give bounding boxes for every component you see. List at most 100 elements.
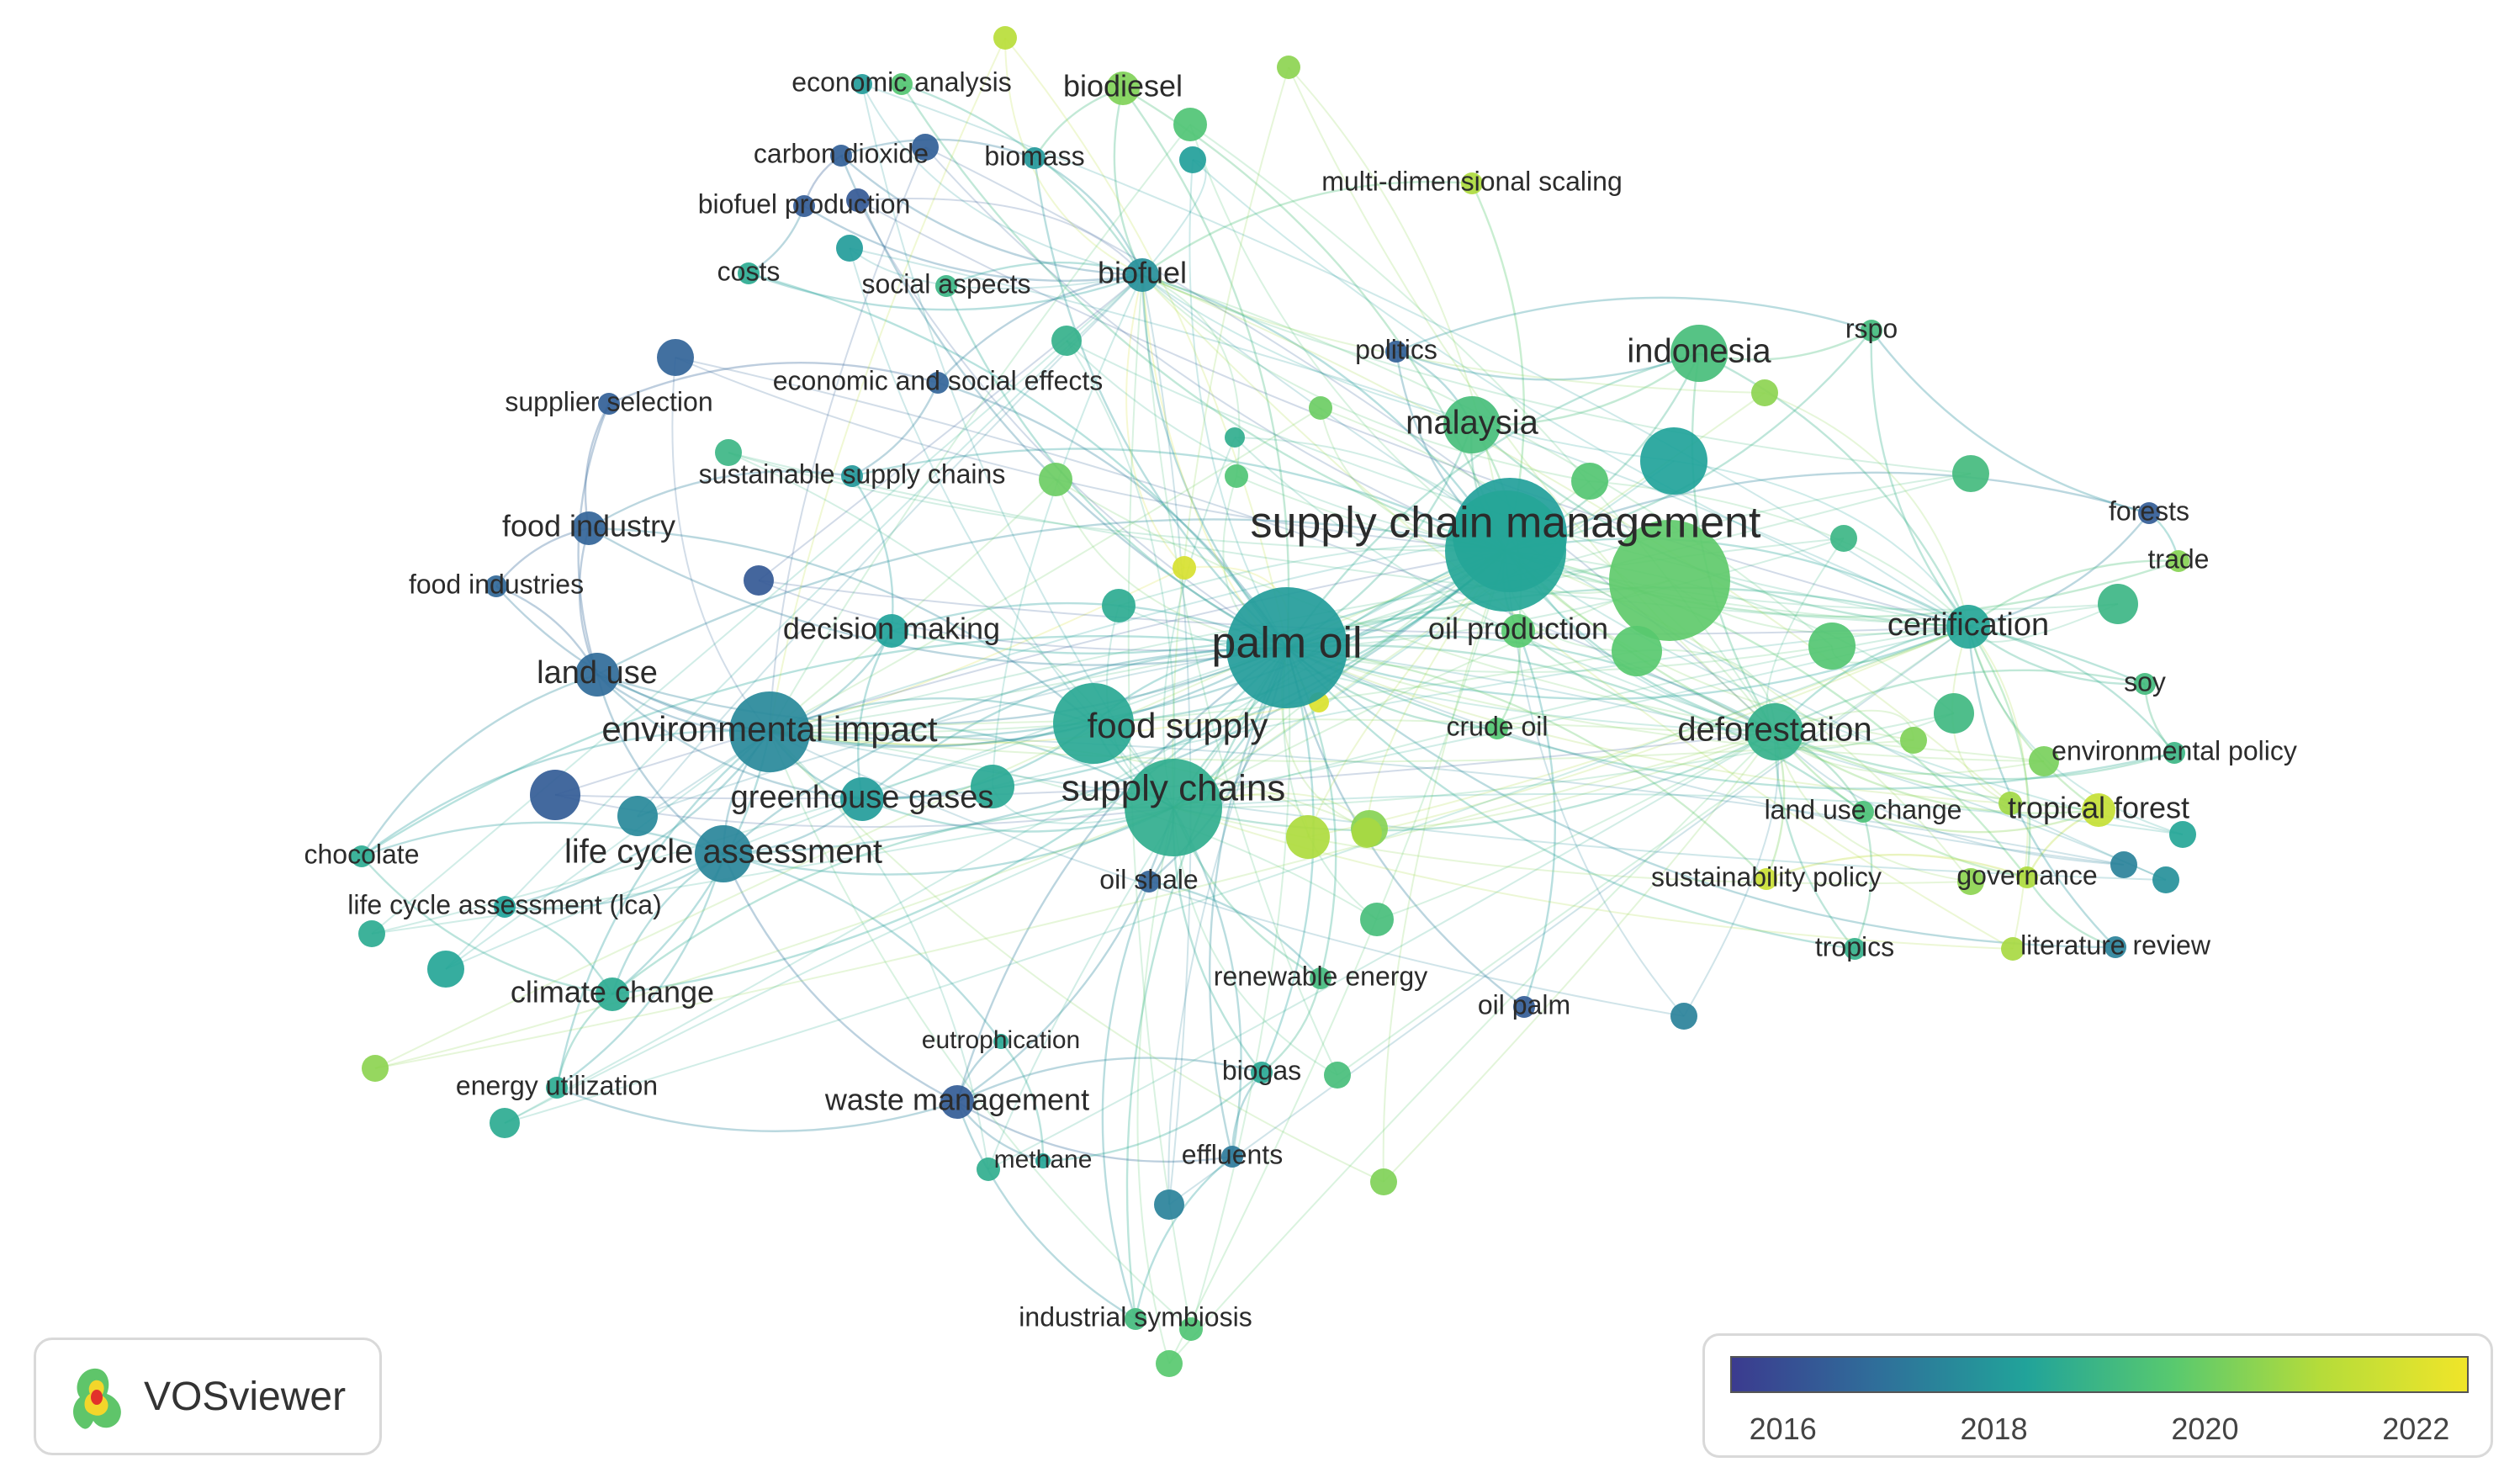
node-greenhouse-gases[interactable] [840,777,884,821]
network-node[interactable] [1309,396,1332,420]
network-node[interactable] [1957,868,1984,895]
node-oil-production[interactable] [1501,614,1535,648]
network-node[interactable] [993,26,1017,50]
network-node[interactable] [1102,589,1136,622]
node-tropical-forest[interactable] [2082,793,2115,827]
node-industrial-symbiosis[interactable] [1125,1308,1146,1330]
network-node[interactable] [427,951,464,988]
network-node[interactable] [1156,1350,1183,1377]
node-literature-review[interactable] [2104,936,2126,958]
network-node[interactable] [1808,622,1856,670]
node-economic-analysis[interactable] [891,73,913,95]
network-node[interactable] [977,1158,1000,1181]
node-costs[interactable] [738,262,760,284]
network-node[interactable] [2001,937,2025,961]
network-node[interactable] [1612,626,1662,676]
node-food-industry[interactable] [572,511,606,545]
node-oil-palm[interactable] [1513,996,1535,1018]
network-node[interactable] [1225,427,1245,448]
network-node[interactable] [1360,903,1394,936]
node-biofuel-production[interactable] [793,195,815,217]
node-land-use-change[interactable] [1852,801,1874,823]
node-rspo[interactable] [1861,320,1882,342]
network-node[interactable] [1179,1317,1203,1341]
network-node[interactable] [1154,1189,1184,1220]
node-eutrophication[interactable] [993,1034,1009,1049]
node-food-industries[interactable] [485,575,507,597]
network-node[interactable] [617,796,658,836]
network-node[interactable] [715,439,742,466]
network-node[interactable] [1179,146,1206,173]
node-decision-making[interactable] [875,614,908,648]
node-supply-chain-management[interactable] [1445,490,1566,612]
network-node[interactable] [1999,792,2022,815]
network-node[interactable] [1670,1003,1697,1030]
network-node[interactable] [1324,1062,1351,1089]
vosviewer-brand-badge[interactable]: VOSviewer [34,1338,382,1455]
network-node[interactable] [1934,693,1974,734]
node-sustainable-supply-chains[interactable] [841,465,863,487]
node-economic-and-social-effects[interactable] [927,372,949,394]
node-methane[interactable] [1035,1153,1051,1168]
node-forests[interactable] [2138,502,2160,524]
node-biogas[interactable] [1251,1062,1273,1083]
node-renewable-energy[interactable] [1310,967,1331,989]
node-life-cycle-assessment-lca[interactable] [494,896,516,918]
network-node[interactable] [358,920,385,947]
node-carbon-dioxide[interactable] [830,145,852,167]
node-multi-dimensional-scaling[interactable] [1461,172,1483,194]
node-oil-shale[interactable] [1138,871,1160,893]
node-crude-oil[interactable] [1486,718,1508,739]
node-indonesia[interactable] [1670,325,1728,382]
network-node[interactable] [1286,815,1330,859]
network-node[interactable] [744,565,774,596]
node-biodiesel[interactable] [1106,72,1140,105]
network-node[interactable] [530,770,580,820]
network-node[interactable] [1173,108,1207,141]
network-node[interactable] [1225,464,1248,488]
node-deforestation[interactable] [1746,703,1803,760]
network-node[interactable] [1277,56,1300,79]
network-node[interactable] [912,134,939,161]
network-node[interactable] [1352,818,1382,848]
node-politics[interactable] [1385,341,1407,363]
network-node[interactable] [1609,520,1730,641]
node-life-cycle-assessment[interactable] [695,825,752,882]
network-node[interactable] [1370,1168,1397,1195]
network-node[interactable] [2152,866,2179,893]
network-node[interactable] [836,235,863,262]
node-environmental-policy[interactable] [2163,742,2185,764]
node-palm-oil[interactable] [1226,587,1347,708]
node-environmental-impact[interactable] [729,691,810,772]
node-tropics[interactable] [1844,938,1866,960]
network-node[interactable] [2098,584,2138,624]
network-node[interactable] [1900,727,1927,754]
node-certification[interactable] [1946,605,1990,649]
node-biomass[interactable] [1024,147,1046,169]
node-waste-management[interactable] [940,1085,974,1119]
node-climate-change[interactable] [596,977,629,1011]
node-supplier-selection[interactable] [598,393,620,415]
network-node[interactable] [852,74,872,94]
network-node[interactable] [2029,746,2059,776]
node-social-aspects[interactable] [935,275,957,297]
network-node[interactable] [1051,326,1082,356]
node-trade[interactable] [2168,550,2189,572]
node-food-supply[interactable] [1053,683,1134,764]
network-node[interactable] [362,1055,389,1082]
network-node[interactable] [1640,427,1707,495]
network-node[interactable] [1571,463,1608,500]
network-node[interactable] [1751,379,1778,406]
node-soy[interactable] [2134,673,2156,695]
network-node[interactable] [1173,556,1196,580]
network-node[interactable] [490,1108,520,1138]
network-node[interactable] [846,188,870,212]
network-node[interactable] [2110,851,2137,878]
network-node[interactable] [971,765,1014,808]
node-sustainability-policy[interactable] [1755,868,1777,890]
node-biofuel[interactable] [1125,258,1159,292]
node-land-use[interactable] [575,653,619,697]
network-node[interactable] [1952,455,1989,492]
network-node[interactable] [657,339,694,376]
node-governance[interactable] [2016,866,2038,888]
